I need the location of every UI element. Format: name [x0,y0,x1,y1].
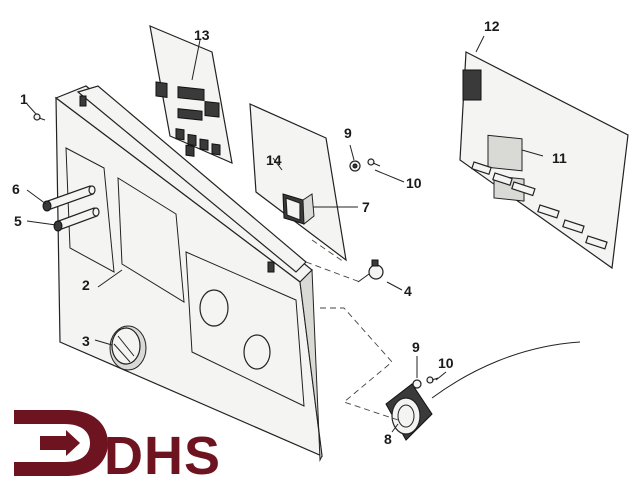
dhs-logo-mark [14,410,108,476]
callout-3: 3 [82,333,90,349]
callout-6: 6 [12,181,20,197]
callout-14: 14 [266,152,282,168]
part-1-screw [33,113,46,121]
callout-13: 13 [194,27,210,43]
assembly-guide-lines [305,239,399,421]
part-10-screw-upper [367,158,381,167]
board-connectors [471,161,608,250]
part-11-control-board [459,51,629,270]
callout-10-upper: 10 [406,175,422,191]
part-4-potentiometer [357,259,384,283]
callout-9-lower: 9 [412,339,420,355]
leader-lines [26,35,544,433]
callout-5: 5 [14,213,22,229]
part-8-sensor [385,341,581,441]
callout-10-lower: 10 [438,355,454,371]
part-9-washer-lower [412,379,422,389]
part-3-knob [109,325,147,371]
part-10-screw-lower [426,376,439,384]
callout-labels: 13 12 1 9 14 11 10 6 7 5 2 4 3 9 10 8 [12,18,567,447]
dhs-logo-text: DHS [104,426,221,486]
callout-8: 8 [384,431,392,447]
callout-1: 1 [20,91,28,107]
part-7-rocker-switch [282,193,315,226]
part-9-washer-upper [349,160,361,172]
part-5-shaft [53,207,100,232]
callout-12: 12 [484,18,500,34]
callout-4: 4 [404,283,412,299]
part-13-display-board [149,25,233,164]
part-14-sub-panel [249,103,347,262]
callout-7: 7 [362,199,370,215]
dhs-logo: DHS [14,410,221,486]
callout-9-upper: 9 [344,125,352,141]
callout-11: 11 [552,150,567,166]
callout-2: 2 [82,277,90,293]
